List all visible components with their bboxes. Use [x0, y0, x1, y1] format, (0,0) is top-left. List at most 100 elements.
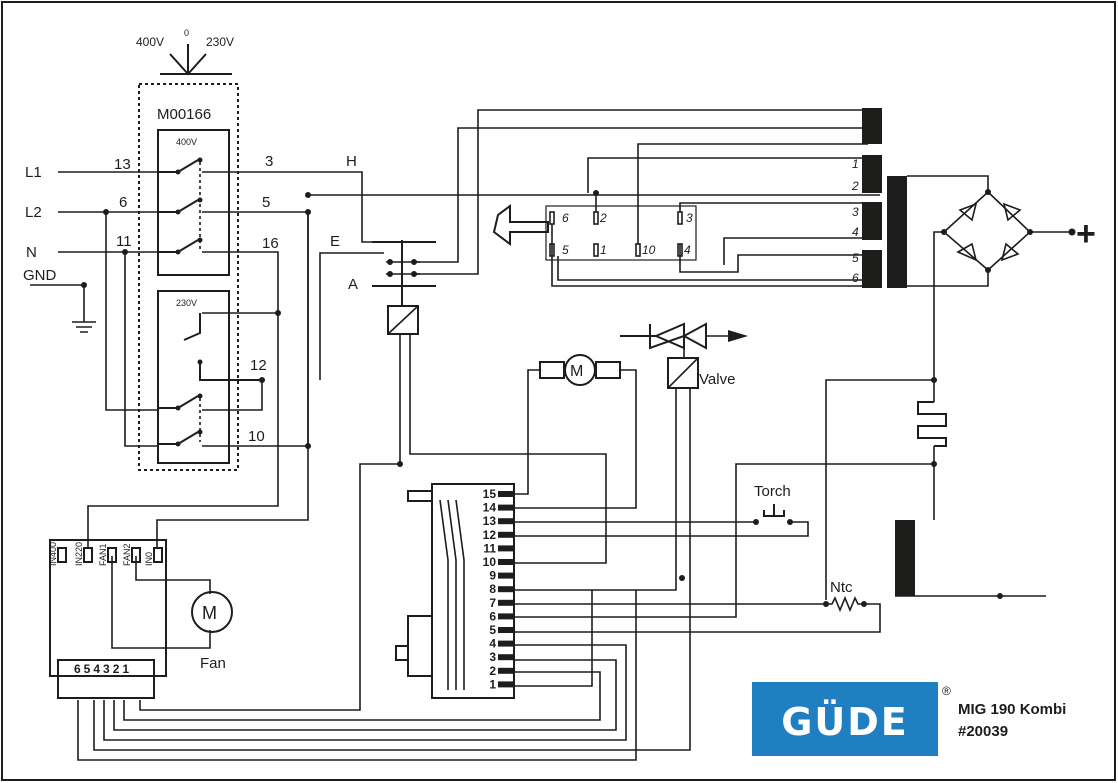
board-pin-label: 2: [489, 664, 496, 678]
fan-terminal-label: IN400: [48, 542, 58, 566]
wire-feed-motor: M: [514, 354, 637, 509]
selector-pos-400: 400V: [136, 35, 164, 49]
fan-terminal-label: FAN1: [98, 543, 108, 566]
fan-connector-pins: 654321: [74, 662, 132, 676]
board-pin: [498, 559, 514, 565]
tap-5-label: 5: [852, 251, 859, 265]
mains-l1-label: L1: [25, 164, 42, 181]
wire-10-label: 10: [248, 428, 265, 445]
transformer-primary: 1 2 3 4 5 6: [851, 108, 907, 288]
selector-switch: 400V 0 230V M00166 400V 230V: [136, 28, 262, 471]
brand-model: MIG 190 Kombi: [958, 701, 1066, 718]
board-pin-label: 5: [489, 623, 496, 637]
board-pin-label: 4: [489, 637, 496, 651]
fan-terminal-label: FAN2: [122, 543, 132, 566]
board-pin: [498, 667, 514, 674]
brand-item-number: #20039: [958, 723, 1008, 740]
board-pin-label: 12: [483, 528, 497, 542]
torch-switch: Torch: [514, 483, 809, 537]
step-switch-knob: [492, 204, 549, 246]
wire-5-label: 5: [262, 194, 270, 211]
deck-230v: [157, 290, 230, 464]
brand-registered: ®: [942, 684, 951, 698]
fan-motor-symbol: M: [202, 603, 217, 623]
contactor: H E A: [139, 109, 868, 711]
fan-motor-circle: [191, 591, 233, 633]
rectifier-diodes: [956, 202, 1022, 262]
selector-dashed-enclosure: [138, 83, 239, 471]
board-harness: [103, 590, 627, 741]
mains-inputs: L1 L2 N GND 13 6 11: [23, 156, 158, 447]
selector-knob-symbol: [160, 44, 232, 75]
board-pin: [498, 531, 514, 538]
board-pin-label: 6: [489, 609, 496, 623]
valve-coil: [667, 357, 699, 389]
switch-pin-10: 10: [642, 243, 656, 257]
board-pin-label: 9: [489, 569, 496, 583]
board-pin: [498, 627, 514, 633]
contactor-a-label: A: [348, 276, 358, 293]
choke-inductor: [917, 401, 947, 447]
tap-1-label: 1: [852, 157, 859, 171]
valve-label: Valve: [699, 371, 735, 388]
ntc-sensor: Ntc: [514, 579, 881, 633]
deck-400v: [157, 129, 230, 276]
valve-body: [620, 322, 707, 350]
switch-pin-6: 6: [562, 211, 569, 225]
fan-terminal-label: IN220: [74, 542, 84, 566]
board-pin: [498, 640, 514, 647]
switch-pin-5: 5: [562, 243, 569, 257]
mains-n-label: N: [26, 244, 37, 261]
board-pin-label: 11: [483, 541, 496, 555]
board-pin-label: 8: [489, 582, 496, 596]
switch-pin-1: 1: [600, 243, 607, 257]
selector-pos-0: 0: [184, 28, 189, 38]
dc-plus-terminal: +: [1076, 215, 1096, 253]
wire-3-label: 3: [265, 153, 273, 170]
fan-terminal: [153, 547, 163, 563]
feed-motor-symbol: M: [570, 363, 583, 380]
brand-block: GÜDE ® MIG 190 Kombi #20039: [752, 682, 1066, 756]
fan-label: Fan: [200, 655, 226, 672]
board-pin: [498, 654, 514, 661]
tap-6-label: 6: [852, 271, 859, 285]
board-pin: [498, 504, 514, 511]
mains-l2-label: L2: [25, 204, 42, 221]
board-pin-label: 14: [483, 501, 497, 515]
tap-2-label: 2: [851, 179, 859, 193]
board-pin-label: 15: [483, 487, 497, 501]
board-pin: [498, 599, 514, 606]
gas-valve: Valve: [93, 322, 748, 751]
contactor-e-label: E: [330, 233, 340, 250]
ground-symbol: [30, 284, 96, 333]
ntc-label: Ntc: [830, 579, 853, 596]
selector-pos-230: 230V: [206, 35, 234, 49]
transformer-secondary: [887, 176, 907, 288]
wire-16-label: 16: [262, 235, 279, 252]
selector-model-label: M00166: [157, 106, 211, 123]
contactor-coil: [387, 305, 419, 335]
wire-12-label: 12: [250, 357, 267, 374]
output-coil: [895, 520, 915, 596]
torch-label: Torch: [754, 483, 791, 500]
feed-motor-circle: [564, 354, 596, 386]
deck-230v-contacts: [158, 313, 262, 445]
contactor-h-label: H: [346, 153, 357, 170]
board-pin: [498, 491, 514, 497]
board-pin: [498, 613, 514, 620]
bridge-rectifier: +: [514, 175, 1096, 618]
board-pin-label: 3: [489, 650, 496, 664]
deck-230v-label: 230V: [176, 298, 197, 308]
wire-6-label: 6: [119, 194, 127, 211]
wire-13-label: 13: [114, 156, 131, 173]
deck-cross-wires: [105, 212, 158, 447]
switch-pin-2: 2: [599, 211, 607, 225]
board-pin: [498, 545, 514, 552]
brand-logo-box: [752, 682, 938, 756]
tap-3-label: 3: [852, 205, 859, 219]
step-switch: 6 2 3 5 1 10 4: [492, 143, 868, 287]
